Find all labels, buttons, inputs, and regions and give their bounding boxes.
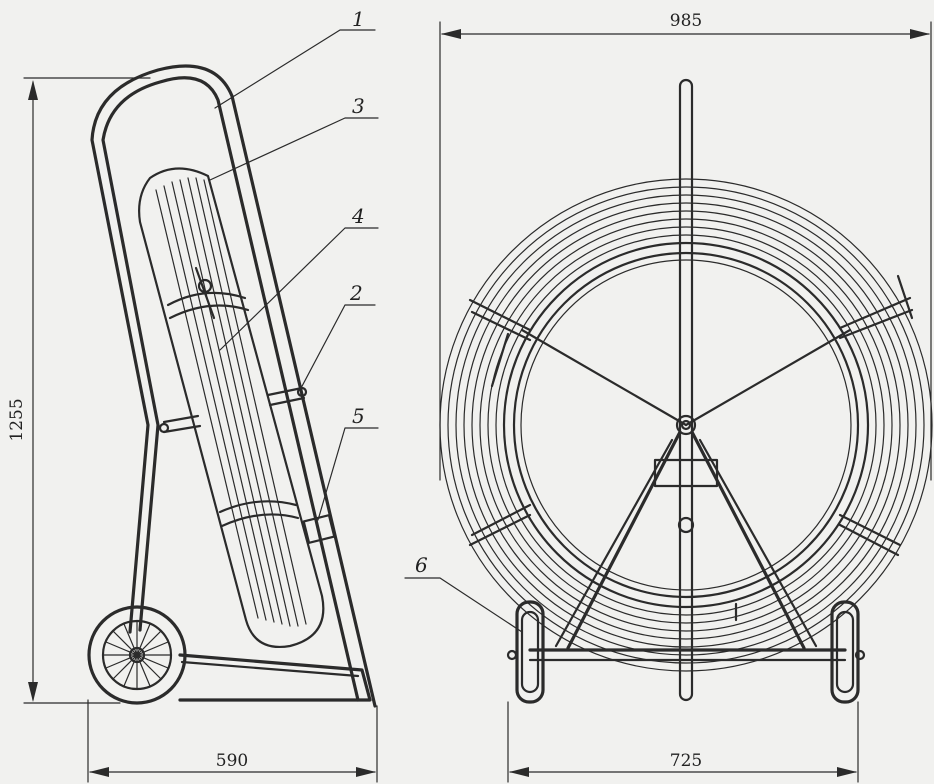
side-callout-leaders — [209, 29, 379, 521]
side-dimensions — [23, 77, 378, 783]
callout-5: 5 — [352, 404, 365, 428]
front-coil — [439, 178, 933, 672]
front-wheels — [506, 600, 866, 704]
front-frame — [468, 78, 914, 702]
dimension-overall-width: 985 — [670, 11, 702, 31]
front-callout-leaders — [404, 577, 523, 633]
side-reel — [138, 167, 325, 649]
callout-4: 4 — [351, 204, 365, 228]
callout-6: 6 — [415, 553, 428, 577]
callout-3: 3 — [352, 94, 365, 118]
front-view: 985 725 6 — [404, 11, 933, 783]
callout-1: 1 — [352, 7, 365, 31]
side-frame — [90, 64, 377, 708]
dimension-wheel-track: 725 — [670, 751, 702, 771]
side-view: 1255 590 1 3 4 2 5 — [7, 7, 379, 783]
front-dimensions — [439, 21, 932, 783]
dimension-base-width: 590 — [216, 751, 248, 771]
dimension-height: 1255 — [7, 398, 27, 441]
callout-2: 2 — [349, 281, 363, 305]
side-wheel — [87, 605, 187, 705]
